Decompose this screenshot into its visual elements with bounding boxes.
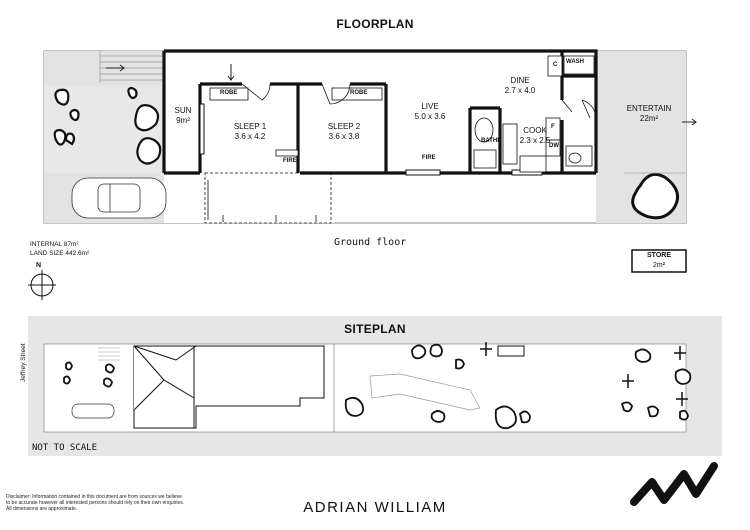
- siteplan-title: SITEPLAN: [344, 322, 406, 336]
- room-robe2: ROBE: [350, 90, 368, 96]
- land-size: LAND SIZE 442.6m²: [30, 250, 90, 257]
- room-live: LIVE 5.0 x 3.6: [394, 102, 466, 122]
- room-fire1: FIRE: [283, 158, 297, 164]
- room-sleep1: SLEEP 1 3.6 x 4.2: [210, 122, 290, 142]
- room-fire2: FIRE: [422, 155, 436, 161]
- room-entertain-size: 22m²: [639, 114, 659, 123]
- room-dine-size: 2.7 x 4.0: [504, 86, 536, 95]
- room-f: F: [551, 124, 555, 130]
- store-size: 2m²: [652, 262, 666, 269]
- room-live-name: LIVE: [421, 102, 439, 111]
- not-to-scale: NOT TO SCALE: [32, 443, 98, 453]
- store-name: STORE: [647, 252, 671, 259]
- brand-logo-icon: [630, 464, 720, 506]
- disclaimer: Disclaimer: Information contained in thi…: [6, 494, 266, 513]
- room-bathe: BATHE: [481, 138, 502, 144]
- room-wash: WASH: [566, 59, 584, 65]
- room-cook: COOK 2.3 x 2.5: [514, 126, 556, 146]
- disclaimer-line-3: All dimensions are approximate.: [6, 506, 78, 513]
- room-dine-name: DINE: [510, 76, 530, 85]
- room-sleep2-size: 3.6 x 3.8: [328, 132, 360, 141]
- floorplan-title: FLOORPLAN: [336, 17, 414, 31]
- room-sun-size: 9m²: [176, 116, 190, 125]
- room-sleep2: SLEEP 2 3.6 x 3.8: [304, 122, 384, 142]
- room-sleep2-name: SLEEP 2: [327, 122, 361, 131]
- room-sun-name: SUN: [174, 106, 192, 115]
- room-entertain-name: ENTERTAIN: [626, 104, 672, 113]
- room-dine: DINE 2.7 x 4.0: [490, 76, 550, 96]
- room-dw: DW: [549, 143, 559, 149]
- room-cook-name: COOK: [523, 126, 547, 135]
- room-sleep1-name: SLEEP 1: [233, 122, 267, 131]
- room-sleep1-size: 3.6 x 4.2: [234, 132, 266, 141]
- street-label: Jeffrey Street: [20, 343, 27, 382]
- room-sun: SUN 9m²: [168, 106, 198, 126]
- store-box: STORE 2m²: [632, 251, 686, 271]
- level-label: Ground floor: [334, 237, 407, 248]
- brand-name: ADRIAN WILLIAM: [303, 499, 447, 516]
- room-entertain: ENTERTAIN 22m²: [612, 104, 686, 124]
- internal-area: INTERNAL 87m²: [30, 241, 79, 248]
- room-live-size: 5.0 x 3.6: [414, 112, 446, 121]
- disclaimer-line-2: to be accurate however all interested pe…: [6, 500, 185, 507]
- north-label: N: [36, 262, 42, 269]
- disclaimer-line-1: Disclaimer: Information contained in thi…: [6, 494, 182, 500]
- room-c: C: [553, 62, 558, 68]
- room-robe1: ROBE: [220, 90, 238, 96]
- room-cook-size: 2.3 x 2.5: [519, 136, 551, 145]
